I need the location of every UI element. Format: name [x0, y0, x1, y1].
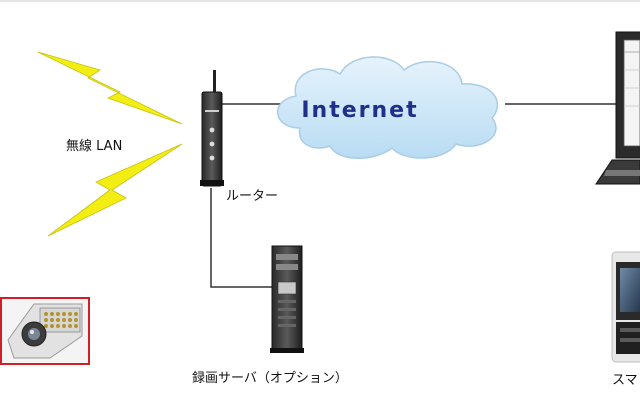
lightning-bolt-icon [37, 51, 183, 125]
wireless-lan-label: 無線 LAN [66, 139, 123, 154]
server-label: 録画サーバ（オプション） [192, 371, 348, 386]
smartphone-icon [611, 251, 640, 363]
smartphone-label: スマ [612, 373, 638, 388]
cloud-icon [277, 56, 499, 159]
server-tower-icon [270, 245, 304, 353]
router-server-link [210, 188, 272, 288]
lightning-bolt-icon [47, 143, 183, 237]
internet-label: Internet [301, 98, 419, 123]
router-label: ルーター [226, 189, 279, 204]
router-icon [200, 70, 224, 187]
camera-icon [0, 297, 90, 365]
laptop-icon [595, 31, 640, 185]
